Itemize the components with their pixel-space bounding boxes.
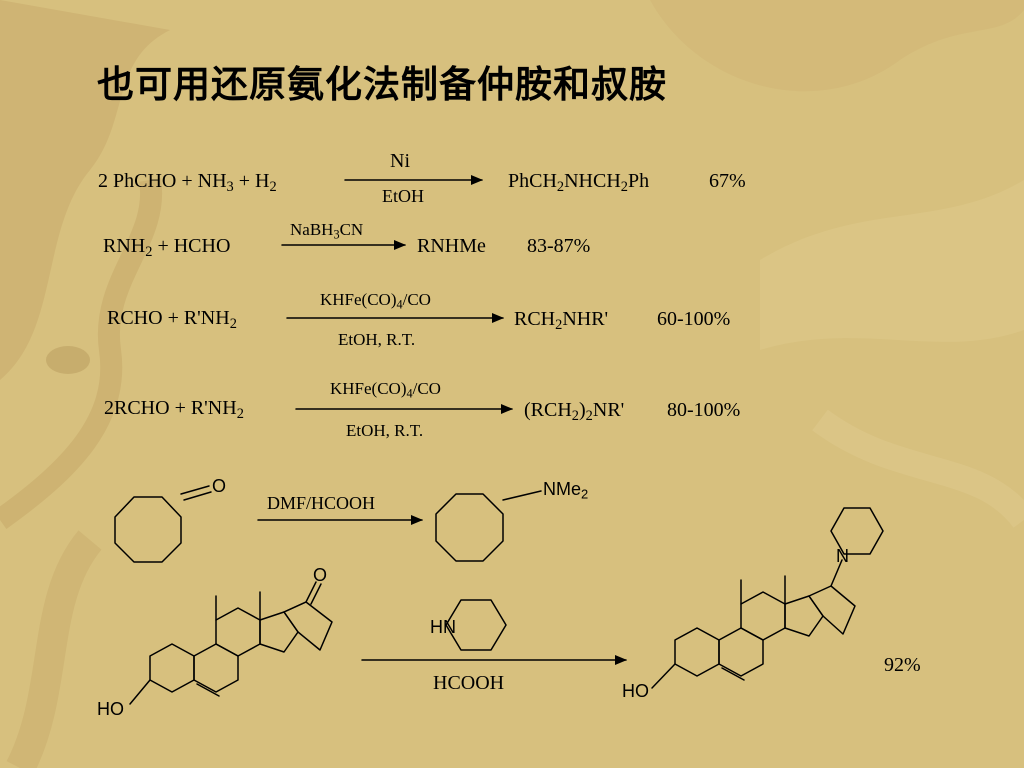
reaction-2-reagent-above: NaBH3CN	[290, 220, 364, 242]
cyclooctylamine-c-n-bond	[502, 490, 542, 501]
slide-title: 也可用还原氨化法制备仲胺和叔胺	[97, 63, 667, 106]
reaction-1-reagent-above: Ni	[390, 150, 410, 172]
reaction-1-reactants: 2 PhCHO + NH3 + H2	[98, 170, 277, 196]
cyclooctylamine-nme2-label: NMe2	[543, 479, 589, 502]
reaction-3-reagent-below: EtOH, R.T.	[338, 330, 416, 349]
cyclooctanone-carbonyl-bond	[180, 485, 210, 495]
reaction-4-product: (RCH2)2NR'	[524, 399, 625, 425]
reaction-3-yield: 60-100%	[657, 308, 731, 330]
reaction-2-product: RNHMe	[417, 235, 486, 257]
cyclooctanone-oxygen-label: O	[212, 476, 227, 496]
steroid-product-skeleton	[651, 559, 856, 689]
reaction-2-yield: 83-87%	[527, 235, 591, 257]
reaction-1-product: PhCH2NHCH2Ph	[508, 170, 650, 196]
product-hydroxyl-label: HO	[622, 681, 649, 701]
reaction-2-reactants: RNH2 + HCHO	[103, 235, 231, 261]
reaction-3-reactants: RCHO + R'NH2	[107, 307, 237, 333]
steroid-reagent-below: HCOOH	[433, 672, 505, 694]
reaction-4-reagent-above: KHFe(CO)4/CO	[330, 379, 441, 401]
product-piperidine-n-label: N	[836, 546, 849, 566]
cyclooctanone-reagent: DMF/HCOOH	[267, 493, 376, 513]
piperidine-ring	[445, 599, 507, 651]
cyclooctylamine-ring	[435, 493, 504, 562]
reaction-3-product: RCH2NHR'	[514, 308, 609, 334]
reaction-4-yield: 80-100%	[667, 399, 741, 421]
reaction-3-reagent-above: KHFe(CO)4/CO	[320, 290, 431, 312]
steroid-ketone-oxygen-label: O	[313, 565, 328, 585]
cyclooctanone-ring	[114, 496, 182, 563]
steroid-hydroxyl-label: HO	[97, 699, 124, 719]
steroid-ketone-skeleton	[129, 581, 333, 705]
reaction-4-reactants: 2RCHO + R'NH2	[104, 397, 244, 423]
steroid-yield: 92%	[884, 654, 921, 676]
reaction-1-reagent-below: EtOH	[382, 186, 424, 206]
reaction-4-reagent-below: EtOH, R.T.	[346, 421, 424, 440]
product-piperidine-ring	[830, 507, 884, 555]
reaction-1-yield: 67%	[709, 170, 746, 192]
